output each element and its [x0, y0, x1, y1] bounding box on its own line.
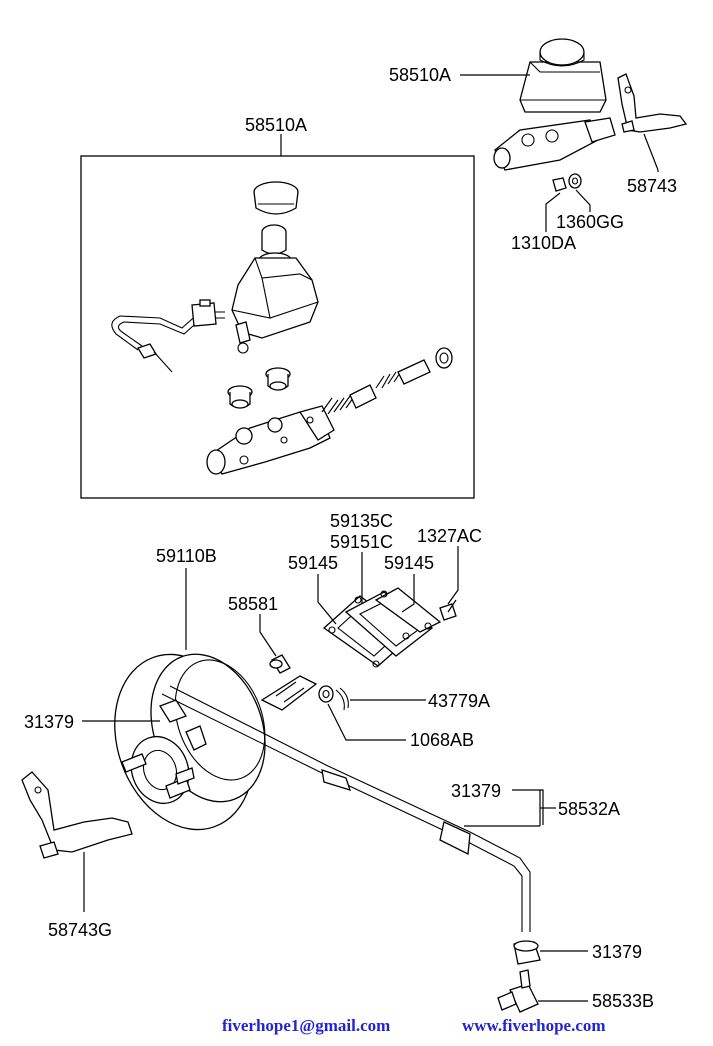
footer-email[interactable]: fiverhope1@gmail.com [222, 1016, 390, 1035]
bolt-right [439, 599, 457, 621]
gasket-stack [322, 587, 442, 668]
label-washer-top: 1360GG [556, 212, 624, 232]
label-pin: 58581 [228, 594, 278, 614]
label-hose-clamp-left: 31379 [24, 712, 74, 732]
label-bracket-bottom: 58743G [48, 920, 112, 940]
pin [269, 654, 291, 674]
label-gasket-left: 59145 [288, 553, 338, 573]
label-hose-clamp-bottom: 31379 [592, 942, 642, 962]
label-hose-assembly: 58532A [558, 799, 620, 819]
label-washer-mid: 1068AB [410, 730, 474, 750]
label-booster: 59110B [156, 546, 217, 566]
bracket-top [617, 73, 688, 133]
label-reservoir-top: 58510A [389, 65, 451, 85]
label-fitting-bottom: 58533B [592, 991, 654, 1011]
footer-website[interactable]: www.fiverhope.com [462, 1016, 606, 1035]
vacuum-hose [161, 685, 531, 932]
brake-booster [114, 653, 266, 831]
fitting-bottom [497, 969, 539, 1013]
hose-clamp-bottom [513, 940, 541, 965]
exploded-master-cylinder [111, 181, 453, 475]
clip-and-washer [318, 685, 349, 711]
master-cylinder-assembly-top [493, 38, 616, 192]
label-nut-top: 1310DA [511, 233, 576, 253]
label-assembly-box: 58510A [245, 115, 307, 135]
label-clip: 43779A [428, 691, 490, 711]
label-gasket-lower: 59151C [330, 532, 393, 552]
label-gasket-upper: 59135C [330, 511, 393, 531]
label-bolt-right: 1327AC [417, 526, 482, 546]
push-rod [260, 675, 318, 711]
assembly-detail-box [80, 155, 475, 499]
label-bracket-top: 58743 [627, 176, 677, 196]
label-hose-clamp-mid: 31379 [451, 781, 501, 801]
label-gasket-right: 59145 [384, 553, 434, 573]
bracket-bottom [21, 771, 133, 859]
